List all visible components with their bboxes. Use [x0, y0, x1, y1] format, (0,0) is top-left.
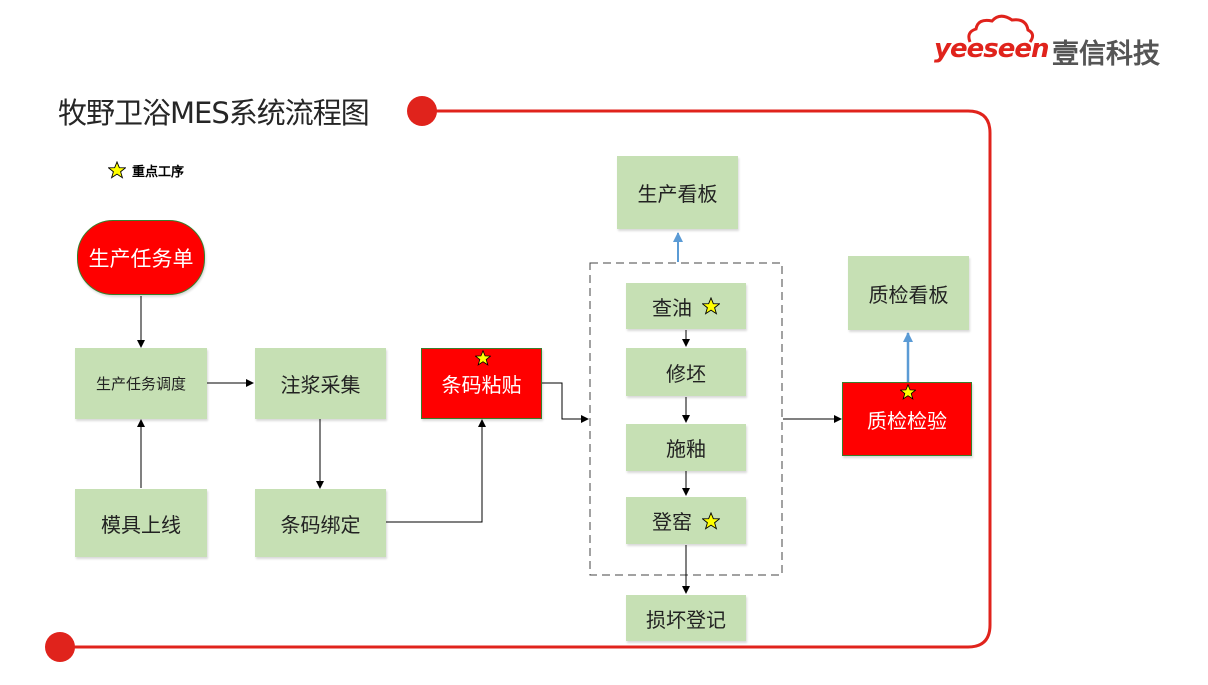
node-mold-online: 模具上线 — [75, 489, 207, 557]
node-label: 注浆采集 — [280, 373, 361, 397]
node-label: 模具上线 — [101, 512, 181, 537]
node-label: 修坯 — [666, 361, 706, 386]
node-glazing: 施釉 — [626, 424, 746, 471]
node-repair-blank: 修坯 — [626, 348, 746, 396]
node-label: 质检看板 — [868, 282, 949, 307]
node-kiln-register: 登窑 — [626, 497, 746, 544]
arrow-paste-to-group — [542, 382, 589, 423]
node-barcode-bind: 条码绑定 — [255, 489, 386, 557]
node-quality-inspection: 质检检验 — [842, 382, 972, 456]
arrow-bind-to-paste — [386, 419, 486, 523]
node-quality-board: 质检看板 — [848, 256, 969, 330]
company-logo: yeeseen 壹信科技 — [928, 14, 1188, 74]
star-icon — [702, 511, 720, 530]
node-production-order: 生产任务单 — [77, 220, 205, 295]
node-barcode-paste: 条码粘贴 — [421, 348, 542, 419]
legend-label: 重点工序 — [132, 164, 185, 180]
star-icon — [900, 384, 916, 400]
node-task-dispatch: 生产任务调度 — [75, 348, 207, 419]
node-label: 质检检验 — [867, 408, 947, 433]
cloud-icon — [967, 14, 1035, 43]
node-grouting-collect: 注浆采集 — [255, 348, 386, 419]
brand-text: yeeseen — [934, 34, 1049, 64]
node-damage-register: 损坏登记 — [626, 595, 746, 641]
node-label: 生产看板 — [637, 182, 718, 206]
node-label: 损坏登记 — [646, 607, 726, 632]
star-icon — [475, 350, 491, 366]
node-label: 查油 — [652, 295, 692, 320]
star-icon — [702, 297, 720, 315]
node-label: 生产任务单 — [88, 246, 194, 271]
star-icon — [108, 161, 126, 179]
node-label: 登窑 — [652, 510, 692, 534]
node-label: 施釉 — [666, 437, 706, 461]
legend: 重点工序 — [108, 160, 184, 180]
node-production-board: 生产看板 — [617, 156, 738, 229]
page-title: 牧野卫浴MES系统流程图 — [58, 96, 370, 130]
node-label: 条码粘贴 — [441, 373, 522, 397]
node-check-oil: 查油 — [626, 283, 746, 329]
node-label: 生产任务调度 — [95, 375, 186, 393]
node-label: 条码绑定 — [280, 512, 361, 537]
decorative-frame — [45, 96, 992, 662]
brand-name: 壹信科技 — [1052, 39, 1160, 70]
